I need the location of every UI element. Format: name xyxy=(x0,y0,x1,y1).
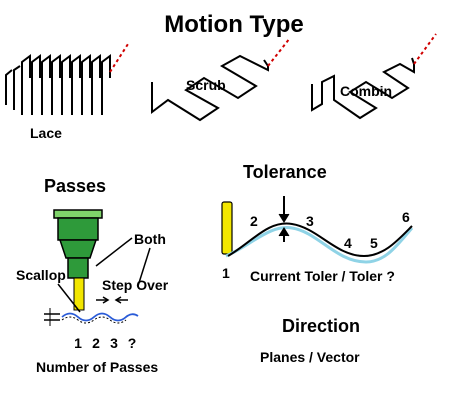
diagram-title: Motion Type xyxy=(164,11,304,38)
tolerance-heading: Tolerance xyxy=(243,162,327,182)
tolerance-illustration xyxy=(221,196,414,264)
lace-retract-line xyxy=(109,43,129,73)
scallop-pass-curve xyxy=(61,312,139,322)
pass-number: 2 xyxy=(92,335,100,351)
scrub-toolpath xyxy=(151,54,269,122)
scallop-height-marks xyxy=(44,313,60,321)
tolerance-caption: Current Toler / Toler ? xyxy=(250,268,395,284)
scallop-pointer xyxy=(57,283,81,313)
number-of-passes-caption: Number of Passes xyxy=(36,359,158,375)
step-over-label: Step Over xyxy=(102,277,169,293)
pass-number: 3 xyxy=(110,335,118,351)
tolerance-point-label: 5 xyxy=(370,235,378,251)
both-label: Both xyxy=(134,231,166,247)
tolerance-toolpath xyxy=(227,222,413,258)
pass-number: 1 xyxy=(74,335,82,351)
tool-holder-taper xyxy=(58,239,98,259)
combin-label: Combin xyxy=(340,83,392,99)
tolerance-point-label: 3 xyxy=(306,213,314,229)
both-pointer-left xyxy=(95,237,133,267)
combin-motion-illustration: Combin xyxy=(311,33,437,120)
cutting-tool xyxy=(53,209,103,311)
combin-toolpath xyxy=(311,57,415,120)
scrub-retract-line xyxy=(267,37,291,67)
tolerance-point-label: 4 xyxy=(344,235,352,251)
pass-numbers: 1 2 3 ? xyxy=(74,335,136,351)
passes-heading: Passes xyxy=(44,176,106,196)
lace-label: Lace xyxy=(30,125,62,141)
scrub-motion-illustration: Scrub xyxy=(151,37,291,122)
tool-collet xyxy=(67,257,89,279)
tool-holder-cap xyxy=(53,209,103,219)
tolerance-point-label: 2 xyxy=(250,213,258,229)
tolerance-tool xyxy=(221,201,233,255)
direction-caption: Planes / Vector xyxy=(260,349,360,365)
scallop-label: Scallop xyxy=(16,267,66,283)
pass-number: ? xyxy=(128,335,137,351)
lace-motion-illustration: Lace xyxy=(5,43,129,141)
both-pointer-right xyxy=(137,247,151,287)
scrub-label: Scrub xyxy=(186,77,226,93)
tool-holder-body xyxy=(57,217,99,241)
tolerance-point-label: 1 xyxy=(222,265,230,281)
combin-retract-line xyxy=(413,33,437,65)
lace-toolpath xyxy=(5,54,111,115)
tolerance-point-label: 6 xyxy=(402,209,410,225)
direction-heading: Direction xyxy=(282,316,360,336)
tolerance-surface xyxy=(225,226,414,264)
